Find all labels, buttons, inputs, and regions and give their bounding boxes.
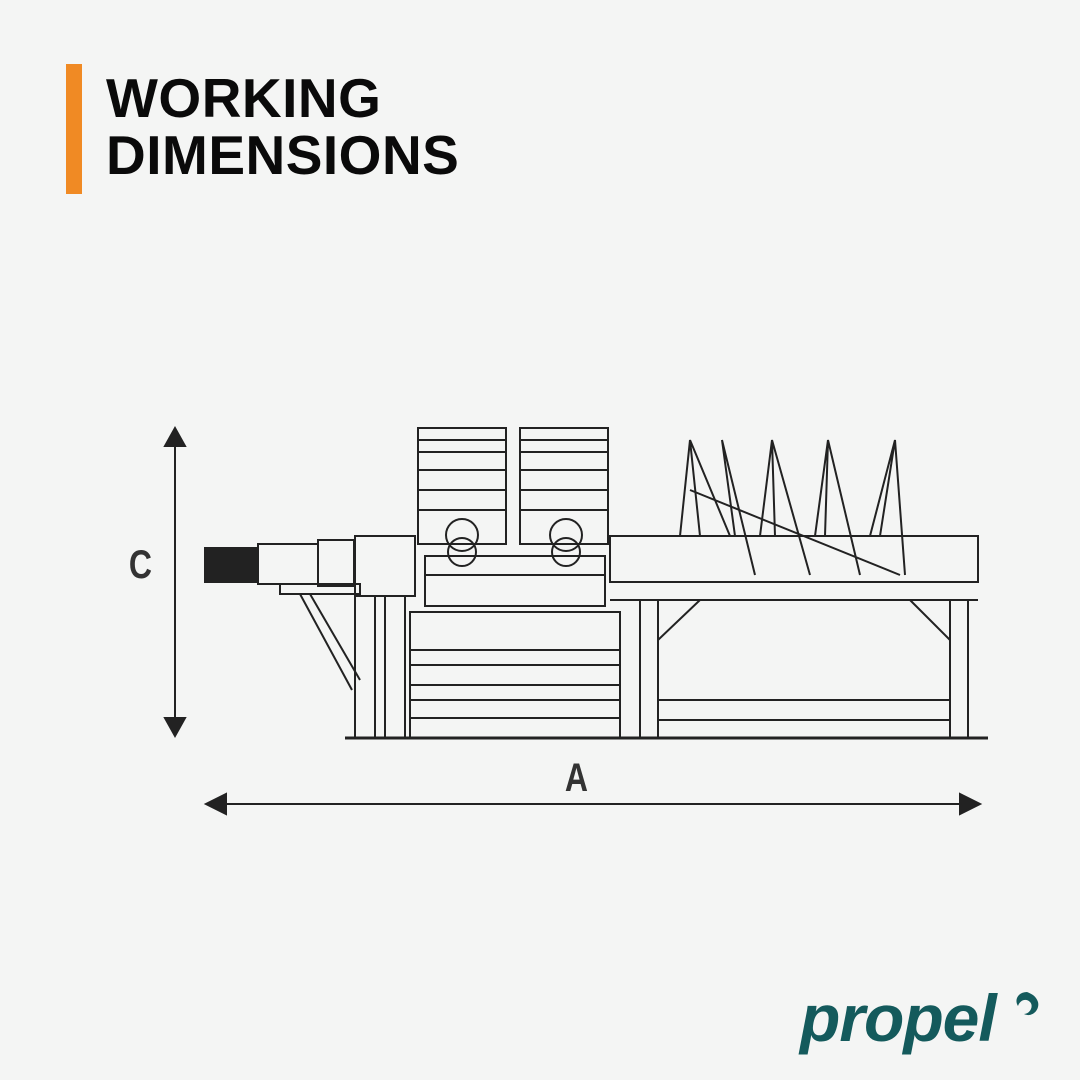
rollers: [445, 518, 583, 567]
dimension-arrow-a: [203, 792, 983, 816]
swirl-icon: [1016, 992, 1039, 1016]
left-frame: [354, 535, 416, 739]
title-accent-bar: [66, 64, 82, 194]
center-body: [409, 555, 621, 739]
title-line-1: WORKING: [106, 67, 382, 129]
dimension-label-c: C: [128, 543, 153, 587]
tower-right: [519, 427, 609, 545]
loading-arms: [679, 439, 906, 576]
dimension-arrow-c: [163, 425, 187, 739]
tower-left: [417, 427, 507, 545]
page-title: WORKING DIMENSIONS: [106, 70, 459, 184]
dimension-label-a: A: [564, 756, 589, 800]
motor: [204, 539, 361, 691]
conveyor-table: [609, 535, 979, 739]
brand-logo: propel: [800, 981, 997, 1055]
title-line-2: DIMENSIONS: [106, 124, 460, 186]
